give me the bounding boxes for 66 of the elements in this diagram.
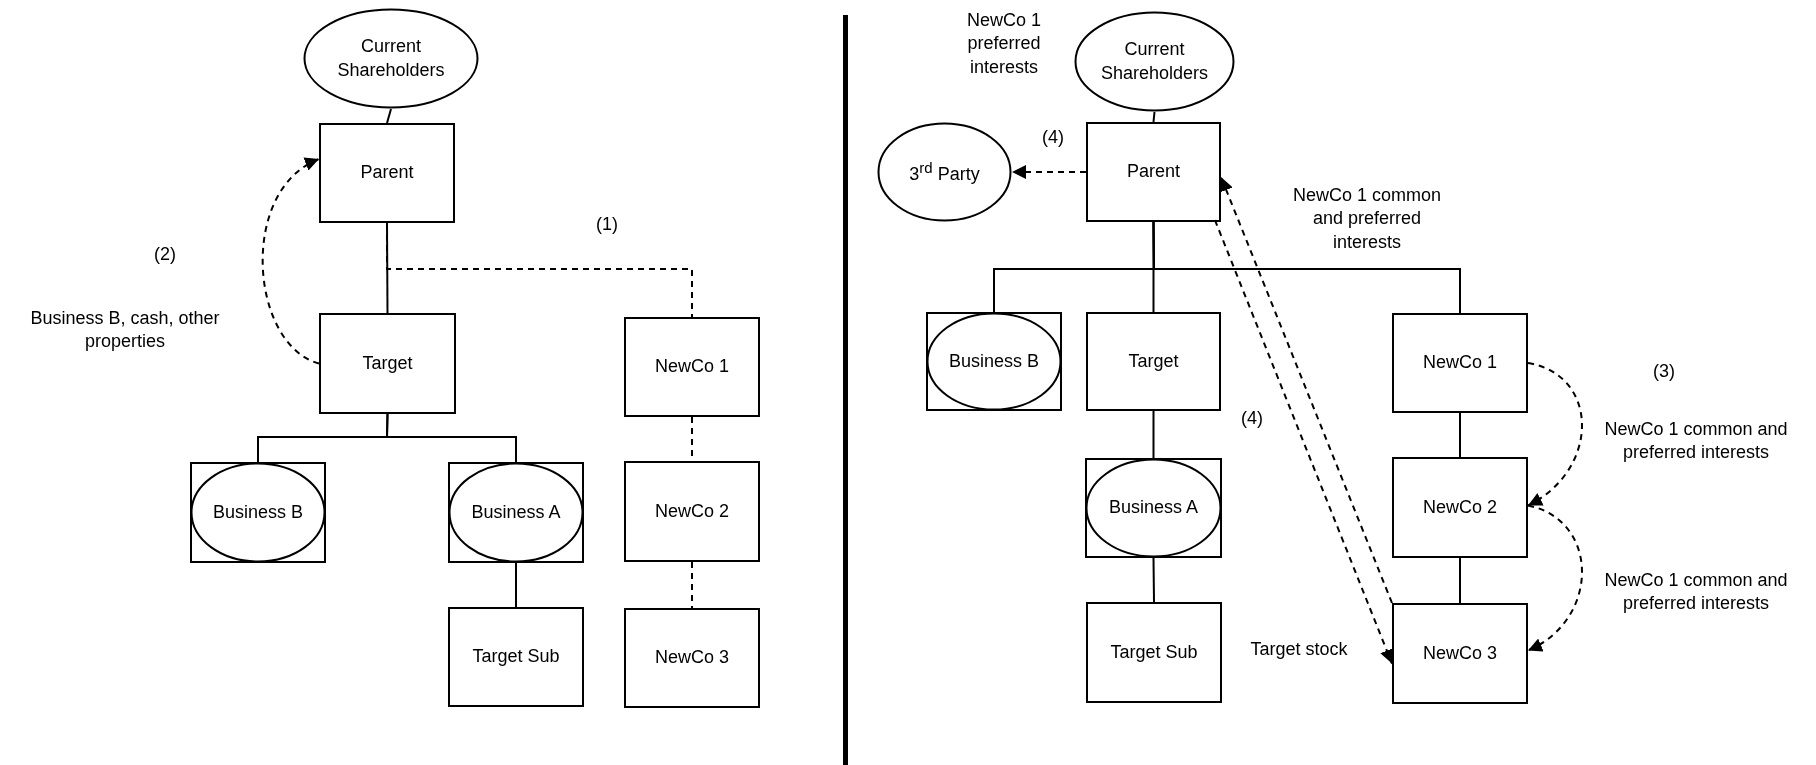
- ellipse-in-box-node: [926, 312, 1062, 411]
- connector-line: [1152, 557, 1155, 603]
- annotation-text: (4): [1042, 126, 1064, 150]
- node-label: NewCo 1: [654, 355, 730, 379]
- annotation-text: NewCo 1 preferred interests: [966, 8, 1042, 79]
- ellipse-node: [877, 122, 1012, 222]
- entity-box: [319, 313, 456, 414]
- ellipse-in-box-node: [448, 462, 584, 563]
- ellipse-in-box-node: [190, 462, 326, 563]
- connector-line: [385, 413, 517, 463]
- annotation-text: (3): [1653, 360, 1675, 384]
- ellipse-node: [303, 8, 479, 109]
- arrow: [1219, 176, 1393, 604]
- ellipse-node: [1074, 11, 1235, 112]
- connector-line: [386, 222, 693, 318]
- arrow: [1527, 504, 1583, 652]
- connector-line: [691, 561, 693, 609]
- node-label: Business B: [947, 349, 1040, 373]
- annotation-text: NewCo 1 common and preferred interests: [1603, 417, 1789, 464]
- connector-line: [515, 562, 517, 608]
- node-label: Business A: [1107, 496, 1200, 520]
- node-label: Parent: [1125, 160, 1181, 184]
- annotation-text: Business B, cash, other properties: [29, 306, 221, 353]
- entity-box: [1086, 312, 1221, 411]
- annotation-text: (4): [1241, 407, 1263, 431]
- node-label: Target: [1127, 349, 1180, 373]
- entity-box: [1086, 122, 1221, 222]
- node-label: Current Shareholders: [336, 35, 446, 82]
- annotation-text: NewCo 1 common and preferred interests: [1291, 183, 1443, 254]
- node-label: NewCo 3: [654, 646, 730, 670]
- entity-box: [448, 607, 584, 707]
- entity-box: [1392, 313, 1528, 413]
- entity-box: [319, 123, 455, 223]
- ellipse-in-box-node: [1085, 458, 1222, 558]
- connector-line: [1459, 557, 1461, 604]
- annotation-text: (1): [596, 213, 618, 237]
- node-label: NewCo 2: [654, 499, 730, 523]
- node-label: 3$^{rd}$ Party: [908, 157, 981, 186]
- node-label: Target Sub: [471, 645, 561, 669]
- annotation-text: NewCo 1 common and preferred interests: [1603, 568, 1789, 615]
- connector-line: [1152, 111, 1156, 123]
- connector-line: [1152, 410, 1155, 459]
- node-label: NewCo 1: [1422, 351, 1498, 375]
- annotation-text: (2): [154, 243, 176, 267]
- connector-line: [386, 108, 392, 124]
- node-label: Target: [361, 351, 414, 375]
- arrow: [1011, 165, 1087, 179]
- entity-box: [624, 608, 760, 708]
- node-label: NewCo 3: [1422, 641, 1498, 665]
- entity-box: [1392, 603, 1528, 704]
- connector-line: [1459, 412, 1461, 458]
- arrow: [261, 158, 320, 365]
- arrow: [1527, 362, 1583, 507]
- node-label: Target Sub: [1109, 640, 1199, 664]
- node-label: NewCo 2: [1422, 495, 1498, 519]
- entity-box: [1392, 457, 1528, 558]
- node-label: Business A: [470, 500, 562, 524]
- node-label: Business B: [211, 500, 304, 524]
- entity-box: [624, 461, 760, 562]
- entity-box: [1086, 602, 1222, 703]
- connector-line: [1152, 221, 1461, 314]
- entity-box: [624, 317, 760, 417]
- node-label: Current Shareholders: [1099, 38, 1210, 85]
- annotation-text: Target stock: [1250, 638, 1348, 662]
- node-label: Parent: [359, 161, 415, 185]
- arrow: [1213, 219, 1394, 665]
